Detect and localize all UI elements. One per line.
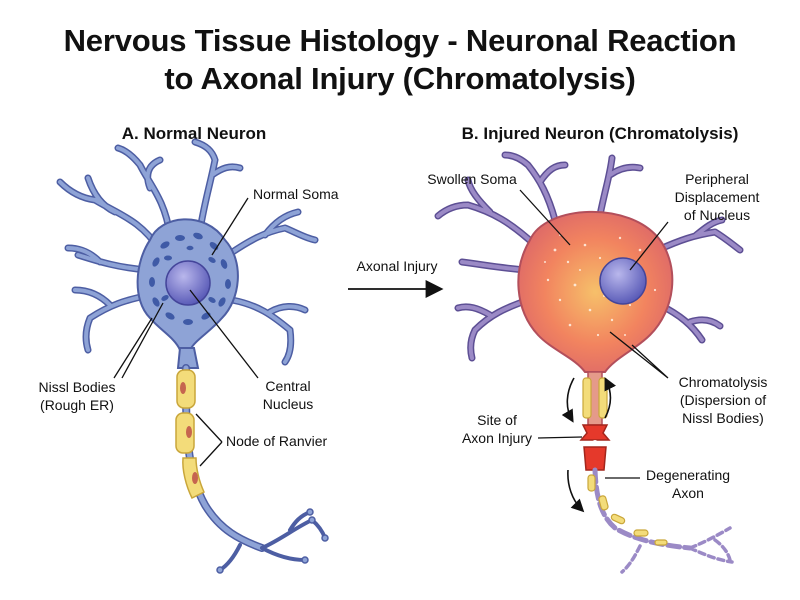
label-peripheral-line3: of Nucleus <box>684 207 750 223</box>
injury-site-lower <box>583 446 607 471</box>
proximal-myelin-right <box>598 377 608 419</box>
axon-hillock <box>176 347 200 369</box>
leader-nissl <box>113 302 164 379</box>
panel-b: B. Injured Neuron (Chromatolysis) <box>427 124 768 574</box>
label-chromatolysis-line3: Nissl Bodies) <box>682 410 764 426</box>
label-normal-soma: Normal Soma <box>253 186 339 202</box>
normal-axon <box>181 364 266 552</box>
leader-chromatolysis <box>609 331 669 379</box>
label-site-line2: Axon Injury <box>462 430 532 446</box>
title-line-2: to Axonal Injury (Chromatolysis) <box>164 61 636 96</box>
retrograde-arrow <box>561 377 575 423</box>
transition: Axonal Injury <box>348 258 444 298</box>
terminal-boutons <box>216 508 329 574</box>
displaced-nucleus <box>599 257 647 305</box>
label-site-line1: Site of <box>477 412 517 428</box>
injury-site-upper <box>579 424 611 441</box>
label-chromatolysis-line2: (Dispersion of <box>680 392 766 408</box>
degenerating-terminals <box>620 526 734 574</box>
label-peripheral-line2: Displacement <box>675 189 760 205</box>
label-chromatolysis-line1: Chromatolysis <box>679 374 768 390</box>
swollen-soma <box>517 210 674 373</box>
leader-injury-site <box>537 436 583 439</box>
myelin-fragments <box>587 474 668 546</box>
leader-peripheral-nucleus <box>629 221 669 271</box>
label-degenerating-line1: Degenerating <box>646 467 730 483</box>
proximal-myelin-left <box>582 377 592 419</box>
leader-swollen-soma <box>519 189 571 246</box>
dispersed-nissl-particles <box>544 234 657 337</box>
panel-b-header: B. Injured Neuron (Chromatolysis) <box>462 124 739 143</box>
central-nucleus <box>165 260 211 306</box>
leader-normal-soma <box>211 197 249 256</box>
label-swollen-soma: Swollen Soma <box>427 171 517 187</box>
label-nissl-line2: (Rough ER) <box>40 397 114 413</box>
label-axonal-injury: Axonal Injury <box>357 258 438 274</box>
label-degenerating-line2: Axon <box>672 485 704 501</box>
degeneration-arrow <box>567 469 585 513</box>
label-peripheral-line1: Peripheral <box>685 171 749 187</box>
nissl-bodies <box>149 232 231 325</box>
title-line-1: Nervous Tissue Histology - Neuronal Reac… <box>63 23 737 58</box>
leader-node-ranvier <box>195 413 223 467</box>
panel-a: A. Normal Neuron <box>38 124 339 574</box>
anterograde-arrow <box>604 377 617 419</box>
label-central-line1: Central <box>265 378 310 394</box>
injury-spark <box>592 440 598 446</box>
panel-a-header: A. Normal Neuron <box>122 124 267 143</box>
label-central-line2: Nucleus <box>263 396 314 412</box>
label-nissl-line1: Nissl Bodies <box>38 379 115 395</box>
leader-central-nucleus <box>189 289 259 379</box>
diagram-title: Nervous Tissue Histology - Neuronal Reac… <box>0 22 800 98</box>
label-node-ranvier: Node of Ranvier <box>226 433 328 449</box>
schwann-nuclei <box>180 382 198 484</box>
